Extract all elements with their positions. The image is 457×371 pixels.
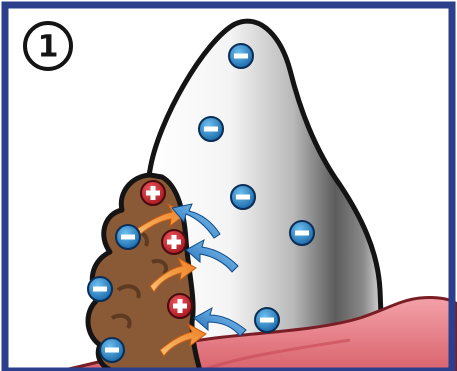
minus-icon — [116, 225, 140, 249]
minus-icon — [255, 308, 279, 332]
minus-icon — [88, 277, 112, 301]
plus-icon — [162, 230, 186, 254]
minus-icon — [231, 185, 255, 209]
step-number: 1 — [38, 30, 59, 65]
minus-icon — [229, 44, 253, 68]
minus-icon — [100, 338, 124, 362]
minus-icon — [290, 221, 314, 245]
plus-icon — [168, 294, 192, 318]
step-number-badge: 1 — [25, 23, 71, 69]
minus-icon — [199, 117, 223, 141]
plus-icon — [141, 181, 165, 205]
